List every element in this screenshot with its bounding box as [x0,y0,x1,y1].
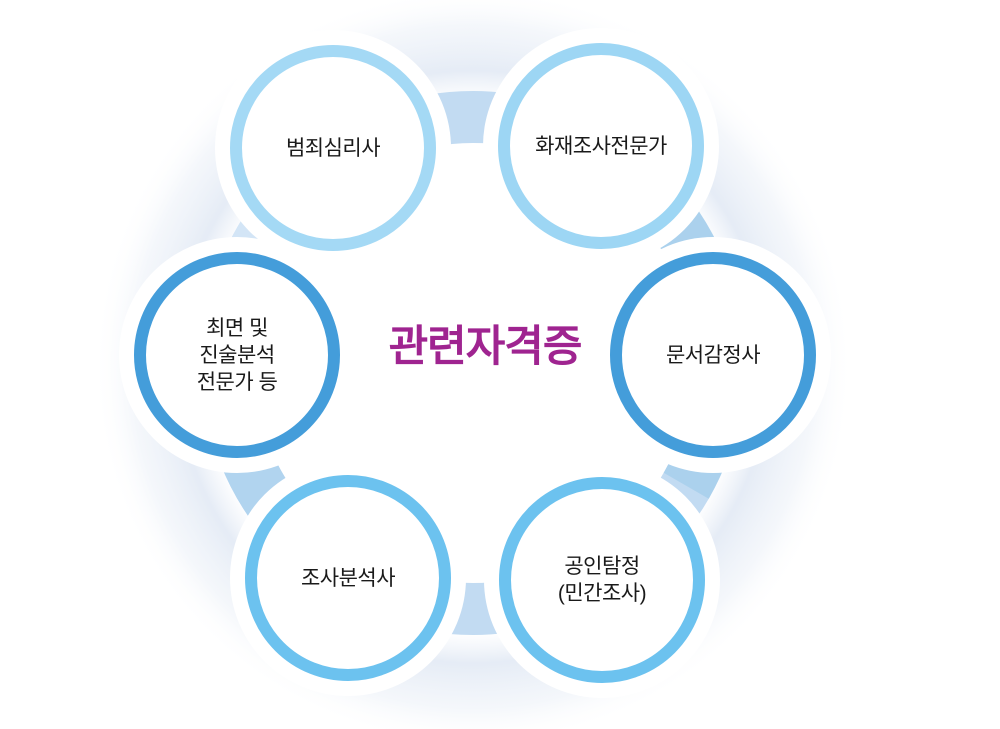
node-fire-investigation-expert: 화재조사전문가 [498,43,704,249]
node-label: 공인탐정 (민간조사) [557,553,647,607]
diagram-title: 관련자격증 [388,323,583,371]
node-label-line: 조사분석사 [300,566,396,590]
node-document-examiner: 문서감정사 [610,252,816,458]
node-certified-detective: 공인탐정 (민간조사) [499,477,705,683]
node-label: 화재조사전문가 [535,133,667,160]
node-label: 조사분석사 [300,565,396,592]
node-label-line: (민간조사) [557,582,647,605]
node-criminal-psychologist: 범죄심리사 [230,45,436,251]
node-label: 최면 및 진술분석 전문가 등 [197,315,278,396]
node-label-line: 화재조사전문가 [535,134,667,158]
node-label-line: 전문가 등 [196,370,278,394]
node-label-line: 공인탐정 [564,555,640,578]
node-investigation-analyst: 조사분석사 [245,475,451,681]
node-label-line: 범죄심리사 [285,136,381,160]
node-label-line: 최면 및 [206,316,268,340]
node-label-line: 진술분석 [199,343,275,367]
node-label: 범죄심리사 [285,135,381,162]
node-label-line: 문서감정사 [665,343,761,367]
node-label: 문서감정사 [665,342,761,369]
node-hypnosis-statement-analysis-expert: 최면 및 진술분석 전문가 등 [134,252,340,458]
